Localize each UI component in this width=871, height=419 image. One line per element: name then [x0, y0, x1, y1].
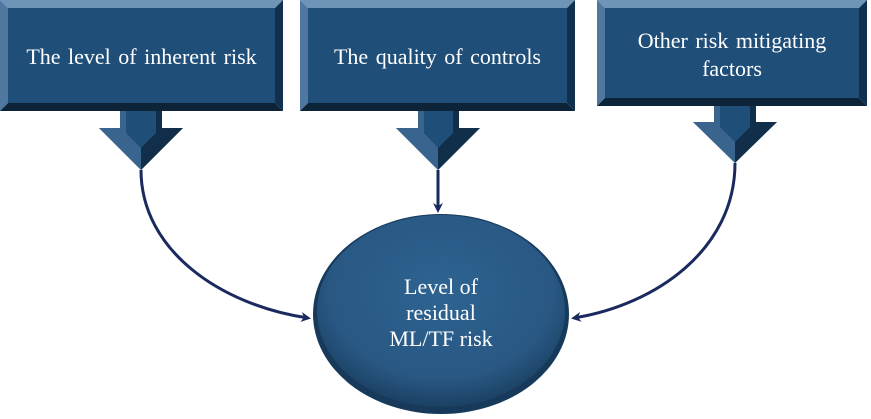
right-connector	[571, 162, 737, 322]
mitigating-factors-arrow	[693, 106, 777, 163]
mitigating-factors-label: Other risk mitigating factors	[637, 28, 827, 81]
residual-risk-label: Level of residual ML/TF risk	[341, 268, 541, 358]
mitigating-factors-box	[597, 0, 867, 106]
inherent-risk-label: The level of inherent risk	[26, 44, 257, 69]
residual-risk-line-1: Level of	[404, 274, 478, 299]
controls-quality-arrow	[396, 111, 480, 170]
controls-quality-box	[300, 0, 575, 111]
residual-risk-line-3: ML/TF risk	[389, 326, 493, 351]
left-connector	[139, 169, 311, 322]
inherent-risk-box	[0, 0, 283, 111]
controls-quality-label: The quality of controls	[333, 44, 541, 69]
inherent-risk-arrow	[99, 111, 183, 170]
residual-risk-ellipse	[313, 214, 569, 414]
residual-risk-line-2: residual	[406, 300, 476, 325]
